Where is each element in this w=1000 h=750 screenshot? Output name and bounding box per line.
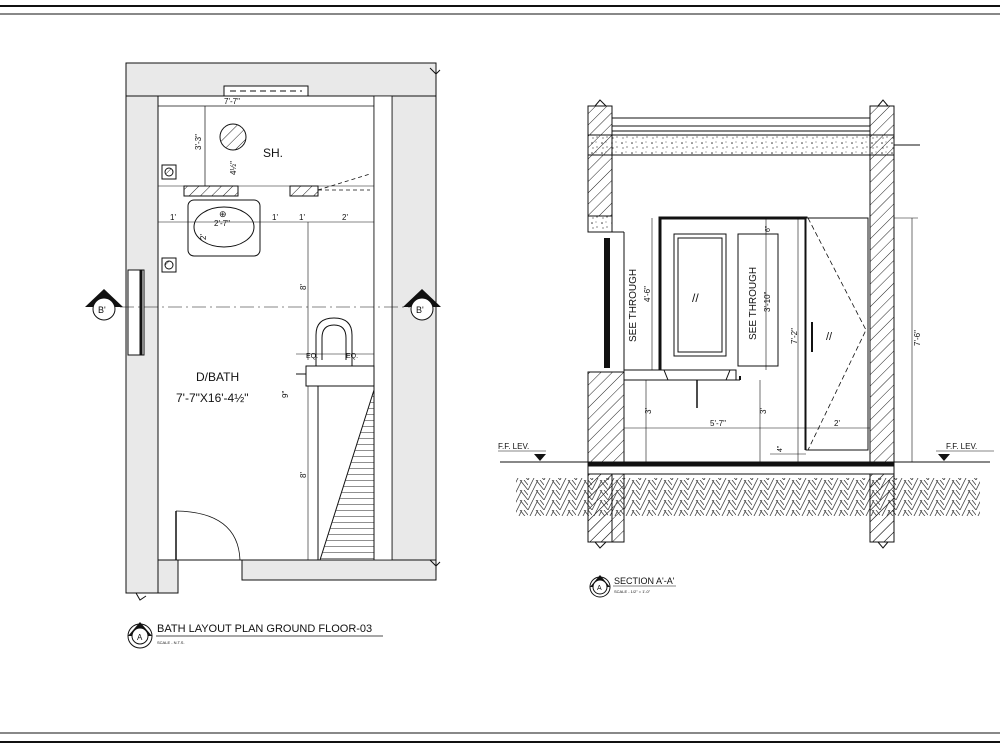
svg-text:B': B' [416, 305, 424, 315]
dim-eq-left: EQ. [306, 353, 318, 360]
shower-partition-right [289, 185, 319, 197]
section-window [604, 238, 610, 368]
ffl-marker-left: F.F. LEV. [498, 442, 546, 461]
section-left-wall-upper [587, 105, 613, 217]
dim-height-7-6: 7'-6" [913, 330, 922, 346]
plan-title-marker: A [137, 633, 143, 642]
basin-section [663, 369, 731, 381]
see-through-dim-1: 4'-6" [643, 286, 652, 302]
stairs [319, 389, 375, 561]
dim-vanity-width: 2'-7" [214, 219, 230, 228]
roof-slab [587, 134, 895, 156]
dim-eq-right: EQ. [346, 353, 358, 360]
svg-text:B': B' [98, 305, 106, 315]
room-size: 7'-7"X16'-4½" [176, 391, 248, 405]
section-marker-right: B' [403, 289, 441, 321]
dim-width-5-7: 5'-7" [710, 419, 726, 428]
shower-glass-door [805, 217, 869, 451]
dim-vanity-depth: 2' [199, 234, 208, 240]
svg-text:F.F. LEV.: F.F. LEV. [498, 442, 529, 451]
bottom-wall-right [241, 559, 437, 581]
svg-text:⊕: ⊕ [219, 209, 227, 219]
shower-head-icon [219, 123, 247, 151]
earth-fill [516, 478, 980, 516]
mirror-2 [737, 233, 779, 367]
duct-space [373, 95, 393, 561]
dim-shower-offset: 4½" [229, 161, 238, 175]
svg-text://: // [826, 331, 833, 343]
dim-vertical-lower: 8' [299, 472, 308, 478]
section-title-block: A SECTION A'-A' SCALE - 1/2" = 1'-0" [589, 575, 676, 598]
svg-text:F.F. LEV.: F.F. LEV. [946, 442, 977, 451]
dim-vertical-upper: 8' [299, 284, 308, 290]
right-wall [391, 95, 437, 581]
see-through-label-1: SEE THROUGH [628, 269, 639, 342]
plan-title-block: A BATH LAYOUT PLAN GROUND FLOOR-03 SCALE… [127, 622, 383, 649]
dim-width-2: 2' [834, 419, 840, 428]
bottom-wall-left [157, 559, 179, 594]
dim-gap-a: 1' [272, 213, 278, 222]
sheet-border [0, 5, 1000, 743]
wc-ledge [305, 365, 375, 387]
section-title: SECTION A'-A' [614, 576, 675, 586]
dim-counter-3b: 3' [759, 408, 768, 414]
room-name: D/BATH [196, 370, 239, 384]
dim-gap-b: 1' [299, 213, 305, 222]
plan-title: BATH LAYOUT PLAN GROUND FLOOR-03 [157, 623, 372, 635]
lintel [587, 215, 613, 233]
dim-step: 9" [281, 391, 290, 398]
see-through-label-2: SEE THROUGH [748, 267, 759, 340]
dim-counter-3a: 3' [644, 408, 653, 414]
section-marker-left: B' [85, 289, 123, 321]
section-scale: SCALE - 1/2" = 1'-0" [614, 589, 651, 594]
section-a-a: // SEE THROUGH 4'-6" SEE THROUGH 3'-10" … [498, 99, 994, 598]
dim-height-7-2: 7'-2" [790, 328, 799, 344]
svg-text://: // [692, 291, 699, 305]
shower-partition-left [183, 185, 239, 197]
shower-label: SH. [263, 146, 283, 160]
section-title-marker: A [597, 585, 602, 592]
see-through-dim-2: 3'-10" [763, 291, 772, 312]
door-swing [175, 510, 241, 561]
dim-door-top: 6" [765, 225, 772, 232]
dim-top-width: 7'-7" [224, 97, 240, 106]
plan-scale: SCALE - N.T.S. [157, 640, 185, 645]
dim-kerb: 4" [777, 445, 784, 452]
wash-basin [193, 206, 255, 248]
dim-left-gap: 1' [170, 213, 176, 222]
ffl-marker-right: F.F. LEV. [936, 442, 994, 461]
dim-shower-depth: 3'-3" [194, 134, 203, 150]
bath-floor-plan: 7'-7" 3'-3" 4½" SH. ⊕ 1' 2'-7" 1' 1' 2' … [85, 62, 441, 649]
dim-gap-c: 2' [342, 213, 348, 222]
